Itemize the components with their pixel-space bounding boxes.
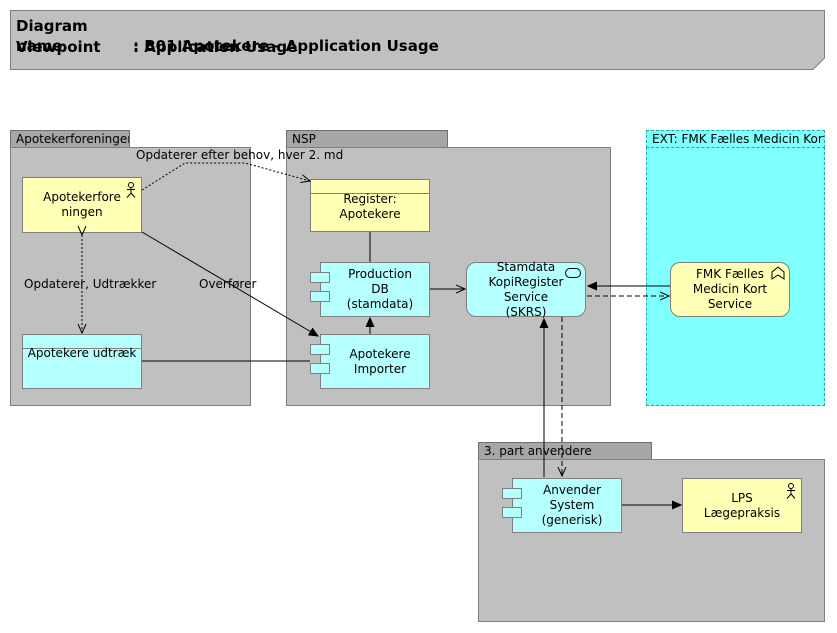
- diagram-name-key: Diagram name: [16, 17, 88, 55]
- viewpoint-key: Viewpoint: [16, 38, 101, 56]
- actor-icon: [126, 182, 136, 198]
- node-apotekere-importer[interactable]: Apotekere Importer: [320, 334, 430, 389]
- node-label: LPS Lægepraksis: [703, 490, 781, 520]
- service-icon: [565, 268, 581, 278]
- node-register-apotekere[interactable]: Register: Apotekere: [310, 179, 430, 232]
- component-tab-icon: [502, 488, 522, 499]
- node-label: Apotekerforeningen: [43, 190, 121, 219]
- actor-icon: [786, 483, 796, 499]
- header-frame: [10, 10, 825, 70]
- component-tab-icon: [310, 272, 330, 283]
- diagram-name-value: : B01 Apotekere - Application Usage: [133, 37, 439, 55]
- node-stamdata-service[interactable]: Stamdata KopiRegister Service (SKRS): [466, 259, 586, 319]
- node-lps[interactable]: LPS Lægepraksis: [682, 478, 802, 533]
- group-tab-tredje-part[interactable]: 3. part anvendere: [478, 442, 652, 460]
- node-fmk-service[interactable]: FMK Fælles Medicin Kort Service: [670, 262, 790, 317]
- component-tab-icon: [310, 363, 330, 374]
- group-tab-ext-fmk[interactable]: EXT: FMK Fælles Medicin Kort Online: [646, 130, 825, 148]
- label-opdaterer-efter-behov: Opdaterer efter behov, hver 2. md: [136, 148, 344, 162]
- node-apotekere-udtraek[interactable]: Apotekere udtræk: [22, 334, 142, 389]
- node-label: Register: Apotekere: [339, 192, 401, 221]
- label-overforer: Overfører: [199, 277, 257, 291]
- node-label: Apotekere Importer: [349, 346, 411, 376]
- diagram-header: Diagram name : B01 Apotekere - Applicatio…: [10, 10, 825, 70]
- label-opdaterer-udtraekker: Opdaterer, Udtrækker: [24, 277, 157, 291]
- viewpoint-value: : Application Usage: [133, 38, 298, 56]
- function-icon: [771, 266, 785, 280]
- node-production-db[interactable]: Production DB (stamdata): [320, 262, 430, 317]
- component-tab-icon: [310, 291, 330, 302]
- group-tab-apotekerforeningen[interactable]: Apotekerforeningen: [10, 130, 130, 148]
- node-anvender-system[interactable]: Anvender System (generisk): [512, 478, 622, 533]
- component-tab-icon: [502, 507, 522, 518]
- node-label: FMK Fælles Medicin Kort Service: [692, 267, 768, 311]
- node-label: Anvender System (generisk): [541, 483, 603, 527]
- node-label: Production DB (stamdata): [346, 267, 414, 311]
- node-apotekerforeningen-actor[interactable]: Apotekerforeningen: [22, 177, 142, 233]
- diagram-name-line: Diagram name : B01 Apotekere - Applicatio…: [16, 16, 439, 56]
- group-tab-nsp[interactable]: NSP: [286, 130, 448, 148]
- viewpoint-line: Viewpoint : Application Usage: [16, 37, 297, 57]
- node-label: Apotekere udtræk: [27, 346, 137, 360]
- component-tab-icon: [310, 344, 330, 355]
- node-label: Stamdata KopiRegister Service (SKRS): [488, 259, 564, 319]
